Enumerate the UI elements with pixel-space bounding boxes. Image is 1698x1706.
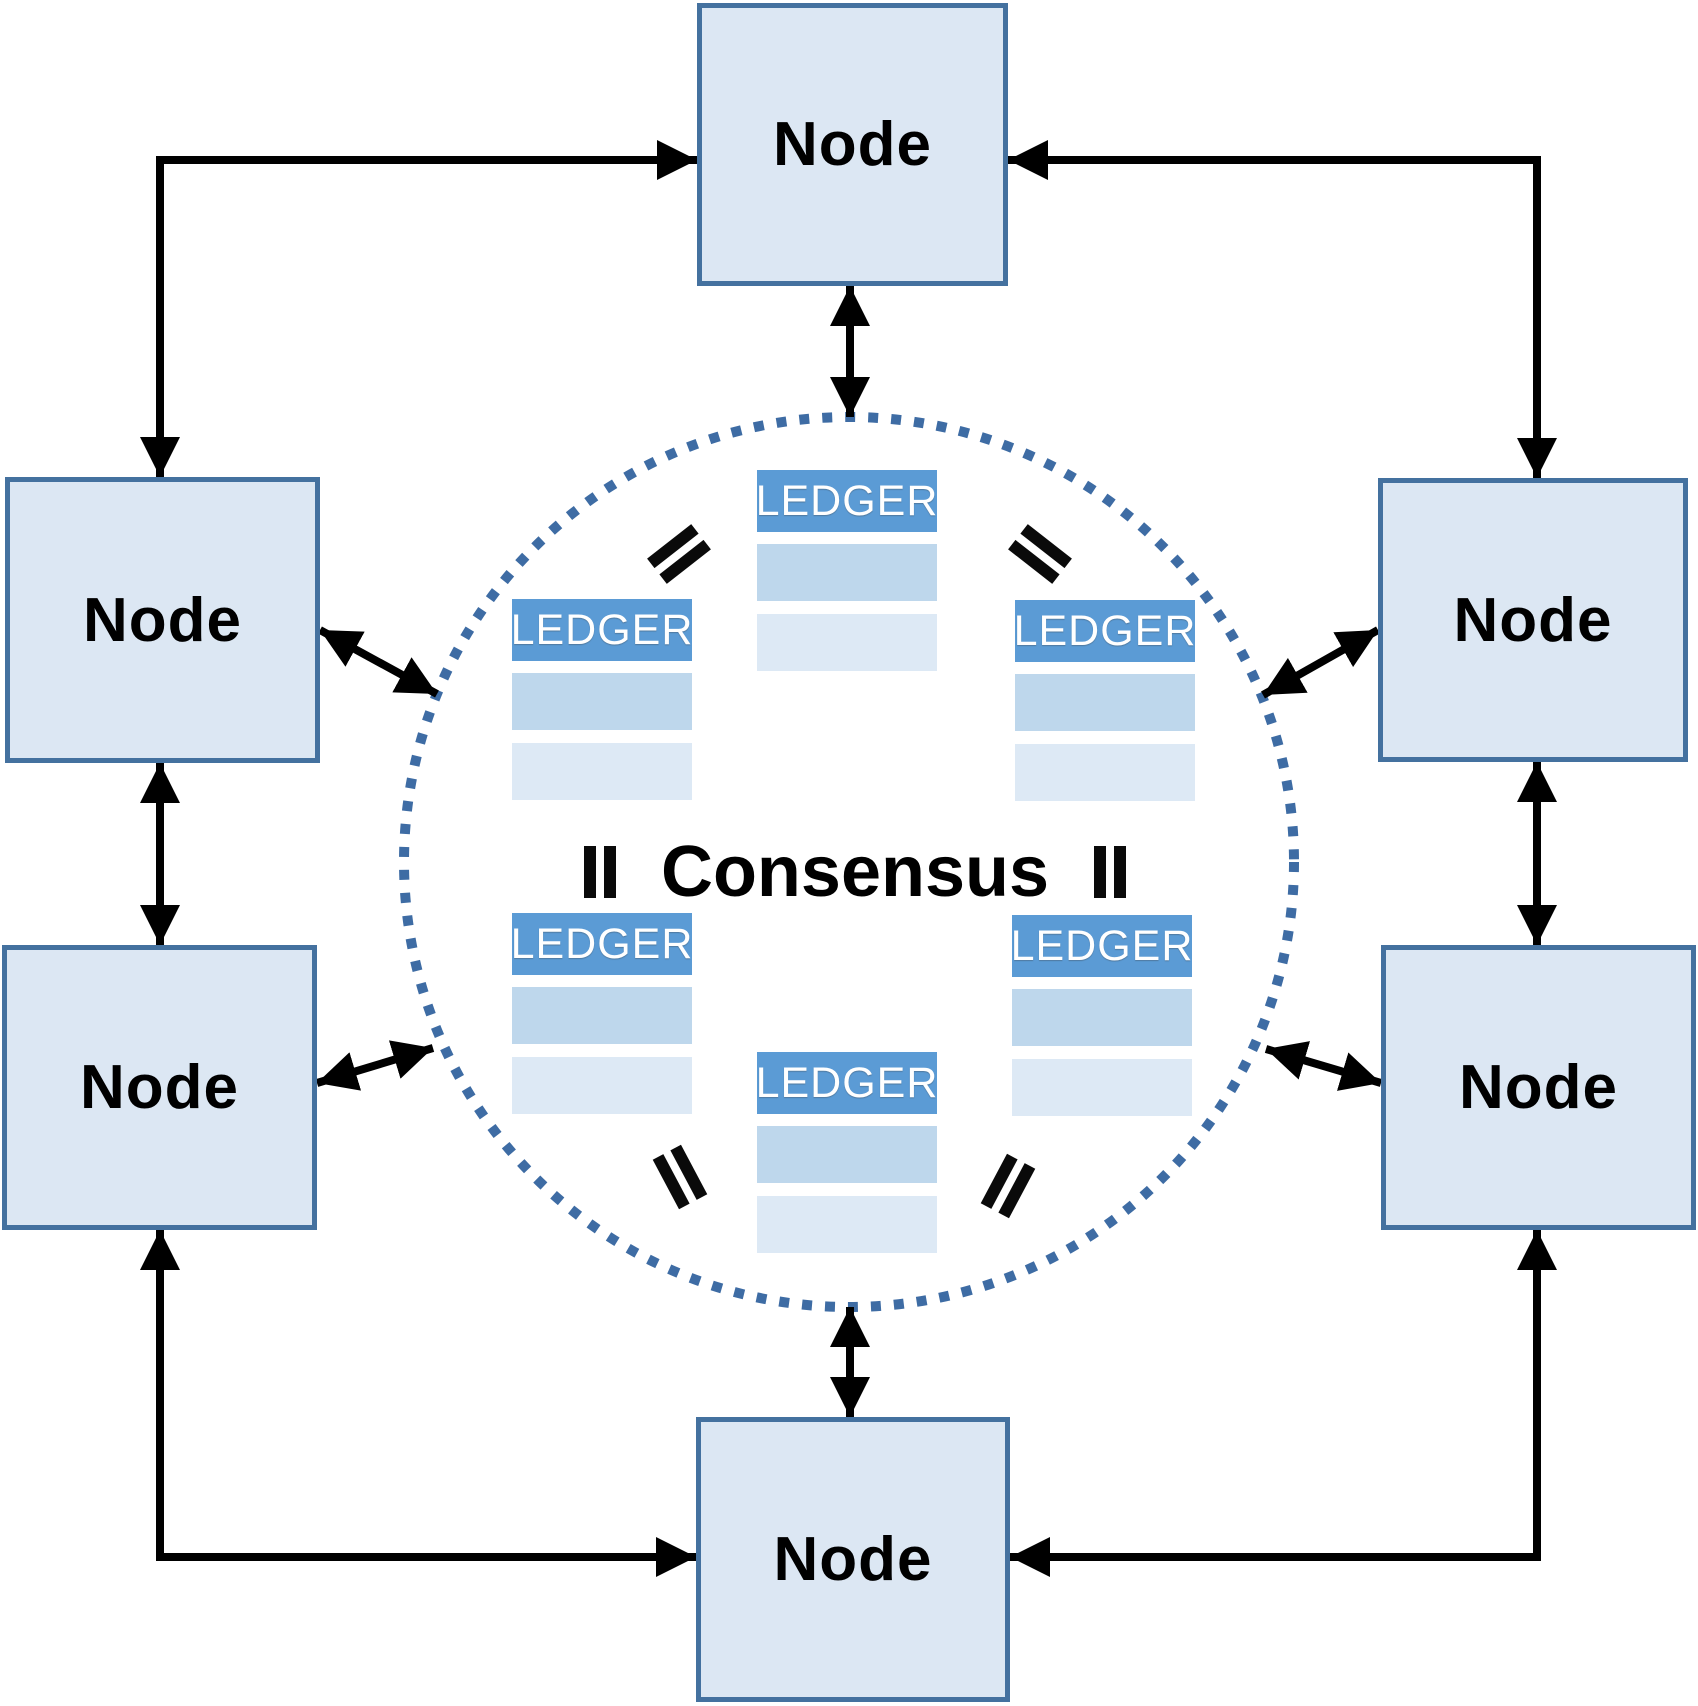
equals-icon	[584, 846, 616, 898]
ledger-row	[757, 1196, 937, 1253]
ledger-row	[757, 1126, 937, 1183]
consensus-title: Consensus	[660, 832, 1050, 912]
node-label: Node	[83, 585, 242, 655]
ledger-row	[512, 1057, 692, 1114]
ledger-label: LEDGER	[510, 605, 694, 654]
ledger-block-top: LEDGER	[755, 470, 939, 671]
ledger-block-lower-right: LEDGER	[1010, 915, 1194, 1116]
equals-icon	[647, 524, 711, 584]
ledger-label: LEDGER	[755, 476, 939, 525]
node-box-lower-left: Node	[2, 945, 317, 1230]
ledger-row	[757, 614, 937, 671]
node-box-upper-right: Node	[1378, 478, 1688, 762]
ledger-row	[1015, 674, 1195, 731]
ledger-header: LEDGER	[510, 913, 694, 975]
equals-icon	[1094, 846, 1126, 898]
ledger-label: LEDGER	[755, 1058, 939, 1107]
node-box-top: Node	[697, 3, 1008, 286]
ledger-row	[1015, 744, 1195, 801]
ledger-header: LEDGER	[510, 599, 694, 661]
ledger-row	[1012, 989, 1192, 1046]
ledger-row	[1012, 1059, 1192, 1116]
node-label: Node	[1459, 1053, 1618, 1122]
node-label: Node	[1453, 585, 1613, 655]
ledger-header: LEDGER	[755, 470, 939, 532]
arrow-upper-right-node-to-circle	[1261, 626, 1380, 699]
arrow-lower-right-node-to-circle	[1264, 1041, 1383, 1091]
arrow-upper-left-node-to-circle	[318, 626, 439, 698]
arrow-lower-left-node-to-circle	[315, 1040, 435, 1091]
ledger-block-lower-left: LEDGER	[510, 913, 694, 1114]
ledger-header: LEDGER	[1013, 600, 1197, 662]
ledger-row	[512, 987, 692, 1044]
equals-icon	[980, 1153, 1036, 1219]
node-label: Node	[773, 1525, 933, 1594]
ledger-block-bottom: LEDGER	[755, 1052, 939, 1253]
arrow-top-left-corner	[140, 140, 697, 477]
ledger-header: LEDGER	[755, 1052, 939, 1114]
ledger-block-upper-right: LEDGER	[1013, 600, 1197, 801]
ledger-label: LEDGER	[1010, 921, 1194, 970]
ledger-block-upper-left: LEDGER	[510, 599, 694, 800]
node-label: Node	[773, 110, 932, 179]
equals-icon	[652, 1144, 708, 1210]
equals-icon	[1008, 524, 1072, 584]
ledger-row	[512, 673, 692, 730]
arrow-top-right-corner	[1008, 140, 1557, 478]
arrow-bottom-right-corner	[1010, 1230, 1557, 1577]
ledger-label: LEDGER	[510, 919, 694, 968]
ledger-header: LEDGER	[1010, 915, 1194, 977]
ledger-row	[757, 544, 937, 601]
node-label: Node	[80, 1053, 239, 1122]
arrow-bottom-left-corner	[140, 1230, 696, 1577]
ledger-row	[512, 743, 692, 800]
ledger-label: LEDGER	[1013, 606, 1197, 655]
node-box-lower-right: Node	[1381, 945, 1696, 1230]
node-box-upper-left: Node	[5, 477, 320, 763]
node-box-bottom: Node	[696, 1417, 1010, 1702]
